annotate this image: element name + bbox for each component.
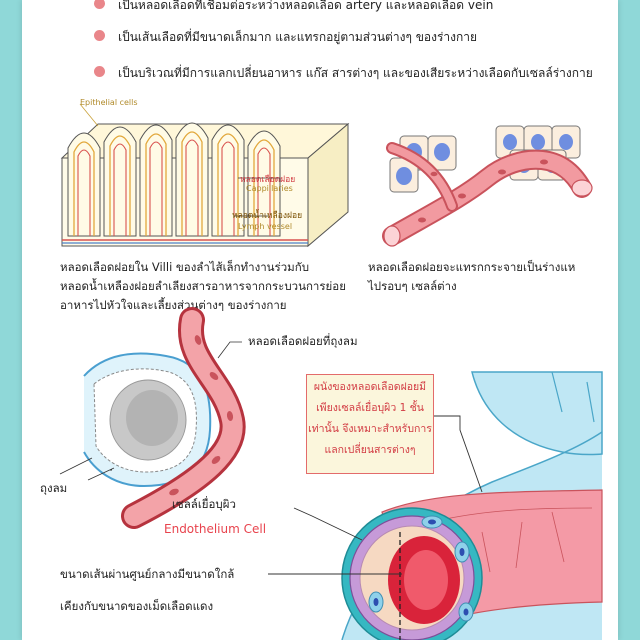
alveolar-sac-label: ถุงลม (40, 481, 68, 495)
endothelium-label-th: เซลล์เยื่อบุผิว (172, 497, 236, 511)
tissue-caption-line: ไปรอบๆ เซลล์ต่าง (368, 279, 457, 293)
wall-note-line: แลกเปลี่ยนสารต่างๆ (324, 444, 416, 456)
bullet-text: เป็นบริเวณที่มีการแลกเปลี่ยนอาหาร แก๊ส ส… (118, 66, 593, 80)
villi-caption-line: อาหารไปหัวใจและเลี้ยงส่วนต่างๆ ของร่างกา… (60, 298, 287, 312)
tissue-caption-line: หลอดเลือดฝอยจะแทรกกระจายเป็นร่างแห (368, 260, 576, 274)
tissue-caption: หลอดเลือดฝอยจะแทรกกระจายเป็นร่างแห ไปรอบ… (368, 258, 575, 296)
tissue-capillary-illustration (382, 125, 593, 247)
diameter-note-line: ขนาดเส้นผ่านศูนย์กลางมีขนาดใกล้ (60, 567, 235, 581)
capillary-label-en: Cappillaries (246, 184, 293, 193)
bullet-dot (94, 66, 105, 77)
capillary-cross-section (341, 371, 603, 640)
capillary-label-th: หลอดเลือดฝอย (240, 175, 296, 185)
alveolus-leader-line (59, 341, 242, 475)
alveolus-illustration (83, 307, 246, 529)
villi-caption-line: หลอดน้ำเหลืองฝอยลำเลียงสารอาหารจากกระบวน… (60, 279, 346, 293)
bullet-dot (94, 30, 105, 41)
wall-note-box: ผนังของหลอดเลือดฝอยมี เพียงเซลล์เยื่อบุผ… (306, 374, 434, 474)
bullet-dot (94, 0, 105, 9)
villi-caption: หลอดเลือดฝอยใน Villi ของลำไส้เล็กทำงานร่… (60, 258, 346, 315)
villi-illustration (60, 103, 350, 248)
bullet-item: เป็นเส้นเลือดที่มีขนาดเล็กมาก และแทรกอยู… (94, 28, 478, 47)
bullet-text: เป็นเส้นเลือดที่มีขนาดเล็กมาก และแทรกอยู… (118, 30, 478, 44)
diameter-note-line: เคียงกับขนาดของเม็ดเลือดแดง (60, 599, 214, 613)
wall-note-line: เท่านั้น จึงเหมาะสำหรับการ (308, 423, 432, 435)
lymph-label-th: หลอดน้ำเหลืองฝอย (232, 211, 303, 221)
endothelium-label-en: Endothelium Cell (164, 522, 267, 536)
wall-note-line: ผนังของหลอดเลือดฝอยมี (313, 381, 427, 393)
wall-note-line: เพียงเซลล์เยื่อบุผิว 1 ชั้น (316, 402, 424, 414)
lymph-label-en: Lymph vessel (238, 222, 293, 231)
bullet-item: เป็นหลอดเลือดที่เชื่อมต่อระหว่างหลอดเลือ… (94, 0, 494, 15)
endothelium-leader-lines (268, 415, 483, 575)
villi-caption-line: หลอดเลือดฝอยใน Villi ของลำไส้เล็กทำงานร่… (60, 260, 310, 274)
bullet-item: เป็นบริเวณที่มีการแลกเปลี่ยนอาหาร แก๊ส ส… (94, 64, 593, 83)
bullet-text: เป็นหลอดเลือดที่เชื่อมต่อระหว่างหลอดเลือ… (118, 0, 494, 12)
infographic-card: เป็นหลอดเลือดที่เชื่อมต่อระหว่างหลอดเลือ… (22, 0, 618, 640)
epithelial-label: Epithelial cells (80, 98, 138, 107)
alveolar-capillary-label: หลอดเลือดฝอยที่ถุงลม (248, 334, 358, 348)
